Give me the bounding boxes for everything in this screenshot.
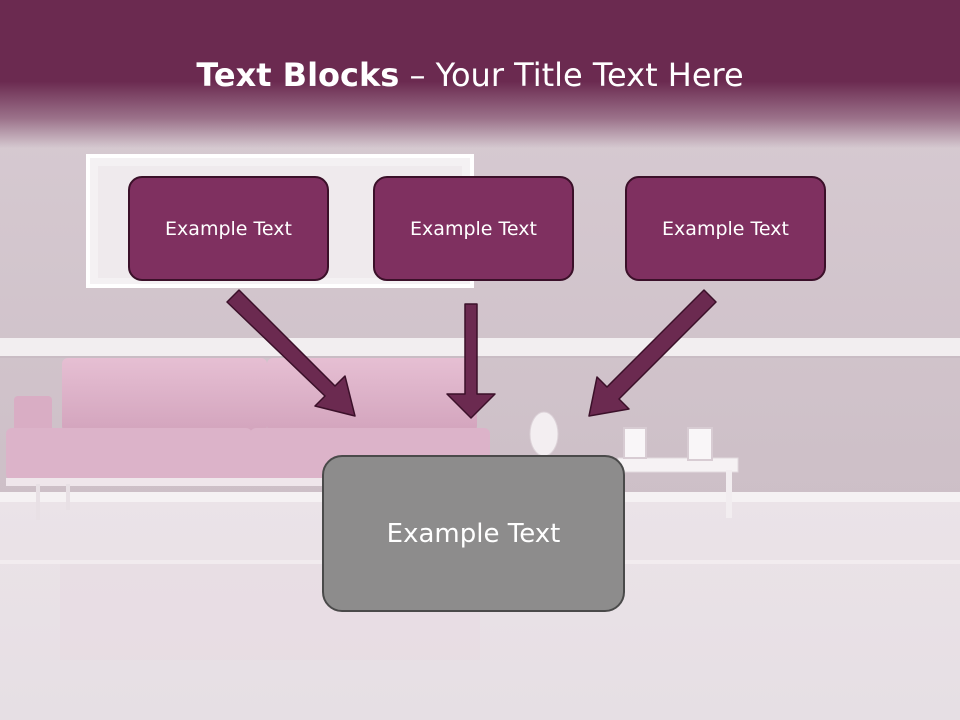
side-table xyxy=(617,427,739,518)
arrow-right xyxy=(588,289,717,417)
sofa xyxy=(6,358,490,520)
title-bar xyxy=(0,0,960,148)
main-text-block-label: Example Text xyxy=(386,518,561,549)
text-block-3[interactable]: Example Text xyxy=(625,176,826,281)
title-bold: Text Blocks xyxy=(196,56,400,94)
title-text: Your Title Text Here xyxy=(435,56,744,94)
arrow-left xyxy=(226,289,356,417)
text-block-2[interactable]: Example Text xyxy=(373,176,574,281)
text-block-1[interactable]: Example Text xyxy=(128,176,329,281)
text-block-3-label: Example Text xyxy=(662,217,789,240)
arrow-center xyxy=(446,303,496,419)
text-block-1-label: Example Text xyxy=(165,217,292,240)
title-separator: – xyxy=(399,56,436,94)
text-block-2-label: Example Text xyxy=(410,217,537,240)
wall-rail xyxy=(0,338,960,358)
slide-title: Text Blocks – Your Title Text Here xyxy=(0,52,940,98)
main-text-block[interactable]: Example Text xyxy=(322,455,625,612)
